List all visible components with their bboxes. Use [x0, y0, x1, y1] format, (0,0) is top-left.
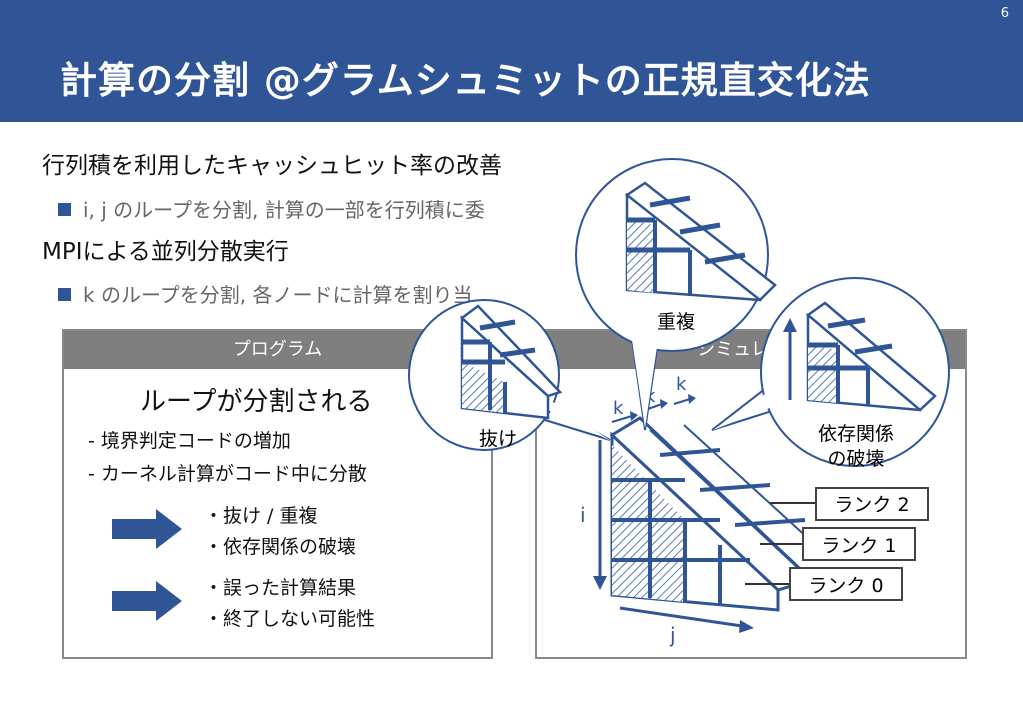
- callout-dependency: 依存関係 の破壊: [711, 277, 950, 470]
- axis-k-label-1: k: [613, 398, 624, 419]
- effect-wrong-result: ・誤った計算結果: [204, 577, 357, 599]
- page-number: 6: [1000, 6, 1009, 21]
- callout-dependency-label-2: の破壊: [827, 448, 884, 470]
- axis-k-label-3: k: [676, 374, 687, 395]
- callout-missing: 抜け: [408, 299, 611, 451]
- bullet-cache: 行列積を利用したキャッシュヒット率の改善: [42, 153, 502, 179]
- callout-overlap: 重複: [575, 158, 777, 431]
- sub-bullet-loop-ij: i, j のループを分割, 計算の一部を行列積に委: [58, 194, 485, 223]
- triangular-matrix-blocks: [609, 416, 815, 612]
- program-heading: ループが分割される: [140, 387, 373, 417]
- right-arrow-icon: [112, 509, 182, 549]
- slide-title: 計算の分割 @グラムシュミットの正規直交化法: [60, 59, 871, 102]
- rank-1-label: ランク 1: [760, 527, 916, 561]
- callout-overlap-label: 重複: [657, 311, 695, 333]
- axis-j-arrow: [619, 606, 754, 633]
- sub-bullet-text: k のループを分割, 各ノードに計算を割り当: [83, 283, 473, 307]
- program-line-boundary: - 境界判定コードの増加: [88, 430, 291, 452]
- axis-i-label: i: [580, 503, 586, 527]
- effect-missing-overlap: ・抜け / 重複: [204, 505, 318, 527]
- sub-bullet-text: i, j のループを分割, 計算の一部を行列積に委: [83, 198, 485, 222]
- effect-nontermination: ・終了しない可能性: [204, 608, 376, 630]
- rank-0-label: ランク 0: [745, 567, 903, 601]
- bullet-mpi: MPIによる並列分散実行: [42, 239, 289, 265]
- title-bar: 6 計算の分割 @グラムシュミットの正規直交化法: [0, 0, 1023, 122]
- svg-text:ランク 2: ランク 2: [834, 494, 909, 516]
- right-arrow-icon: [112, 581, 182, 621]
- square-bullet-icon: [58, 288, 71, 301]
- svg-text:ランク 1: ランク 1: [821, 535, 896, 557]
- effect-dependency: ・依存関係の破壊: [204, 536, 357, 558]
- axis-j-label: j: [669, 623, 676, 647]
- square-bullet-icon: [58, 203, 71, 216]
- sub-bullet-loop-k: k のループを分割, 各ノードに計算を割り当: [58, 279, 472, 308]
- rank-2-label: ランク 2: [770, 487, 929, 521]
- axis-i-arrow: [593, 440, 607, 590]
- program-line-kernel: - カーネル計算がコード中に分散: [88, 463, 367, 485]
- callout-dependency-label-1: 依存関係: [818, 423, 894, 445]
- callout-missing-label: 抜け: [479, 428, 517, 450]
- svg-text:ランク 0: ランク 0: [808, 575, 883, 597]
- k-arrows: [611, 394, 696, 423]
